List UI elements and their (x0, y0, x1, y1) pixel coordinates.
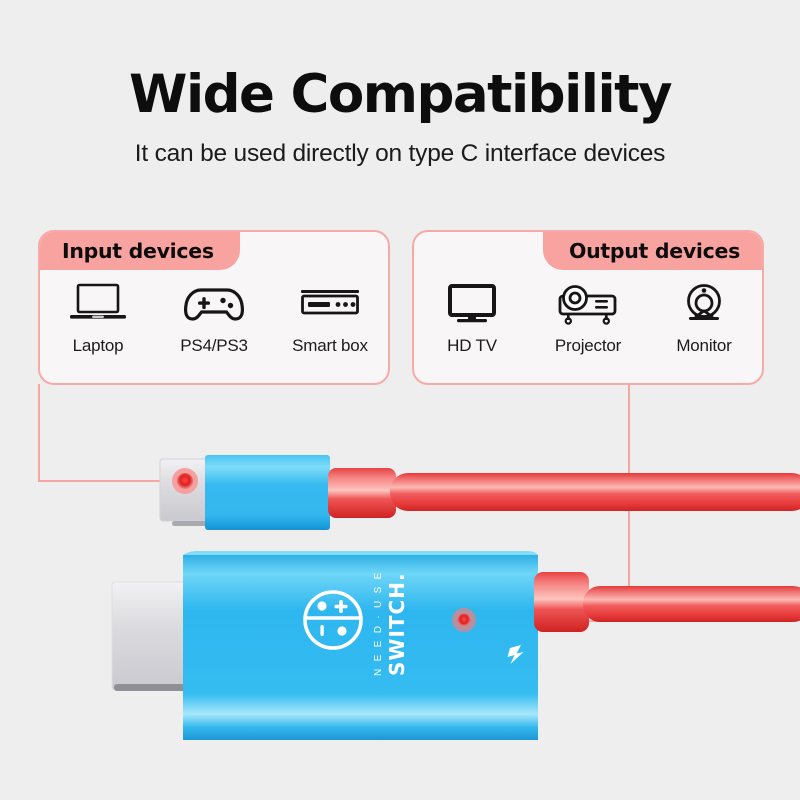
input-devices-tab-label: Input devices (62, 239, 214, 263)
device-label: Laptop (72, 336, 124, 355)
smiley-robot-logo (303, 590, 363, 650)
tv-icon (441, 278, 503, 330)
device-label: Projector (554, 336, 622, 355)
laptop-icon (67, 278, 129, 330)
usb-c-cable (328, 468, 800, 518)
webcam-monitor-icon (675, 278, 733, 330)
projector-icon (555, 278, 621, 330)
brand-line-1: N E E D · U S E (373, 570, 384, 676)
device-label: PS4/PS3 (180, 336, 248, 355)
device-item-hd-tv[interactable]: HD TV (415, 278, 530, 356)
red-led-port (452, 608, 476, 632)
input-lead-vertical (38, 384, 40, 482)
device-item-laptop[interactable]: Laptop (41, 278, 156, 356)
output-devices-tab-label: Output devices (568, 239, 740, 263)
gamepad-icon (183, 278, 245, 330)
page-title: Wide Compatibility (128, 64, 673, 125)
device-item-projector[interactable]: Projector (531, 278, 646, 356)
brand-line-2: SWITCH. (385, 572, 409, 676)
input-lead-horizontal (38, 480, 178, 482)
device-label: HD TV (447, 336, 497, 355)
output-devices-card: Output devices HD TV (412, 230, 764, 385)
output-devices-tab: Output devices (542, 232, 762, 270)
device-item-monitor[interactable]: Monitor (647, 278, 762, 356)
device-item-ps4-ps3[interactable]: PS4/PS3 (157, 278, 272, 356)
input-devices-tab: Input devices (40, 232, 240, 270)
device-label: Smart box (292, 336, 368, 355)
smart-box-icon (296, 278, 364, 330)
input-devices-card: Input devices Laptop (38, 230, 390, 385)
device-item-smart-box[interactable]: Smart box (273, 278, 388, 356)
brand-text: N E E D · U S E SWITCH. (373, 570, 409, 676)
power-cable (534, 572, 800, 632)
hdmi-connector (111, 581, 200, 691)
input-devices-list: Laptop PS4/PS3 (40, 278, 388, 383)
lightning-bolt-icon (507, 645, 524, 664)
device-label: Monitor (676, 336, 732, 355)
usb-c-connector (159, 455, 330, 530)
page-subtitle: It can be used directly on type C interf… (134, 140, 666, 167)
output-devices-list: HD TV Projector (414, 278, 762, 383)
adapter-body (183, 551, 538, 740)
